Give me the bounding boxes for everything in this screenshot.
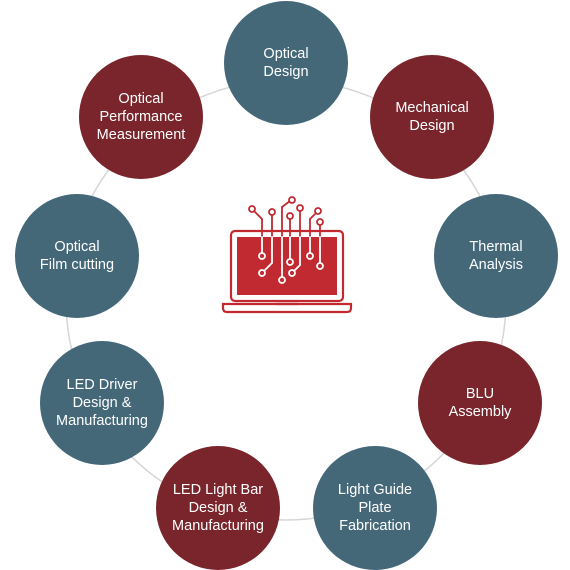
node-label: Optical Film cutting [39,239,115,273]
node-blu-assembly: BLU Assembly [418,341,542,465]
node-thermal-analysis: Thermal Analysis [434,194,558,318]
laptop-circuit-icon [221,196,353,314]
node-label: LED Light Bar Design & Manufacturing [172,482,264,534]
node-mechanical-design: Mechanical Design [370,55,494,179]
node-label: Optical Performance Measurement [96,91,186,143]
node-optical-performance-measurement: Optical Performance Measurement [79,55,203,179]
node-led-light-bar: LED Light Bar Design & Manufacturing [156,446,280,570]
node-label: Thermal Analysis [469,239,523,273]
node-label: LED Driver Design & Manufacturing [56,377,148,429]
node-optical-design: Optical Design [224,1,348,125]
node-label: BLU Assembly [448,386,512,420]
node-label: Mechanical Design [395,100,469,134]
node-light-guide-plate-fabrication: Light Guide Plate Fabrication [313,446,437,570]
node-led-driver: LED Driver Design & Manufacturing [40,341,164,465]
node-optical-film-cutting: Optical Film cutting [15,194,139,318]
node-label: Light Guide Plate Fabrication [337,482,413,534]
node-label: Optical Design [263,46,309,80]
